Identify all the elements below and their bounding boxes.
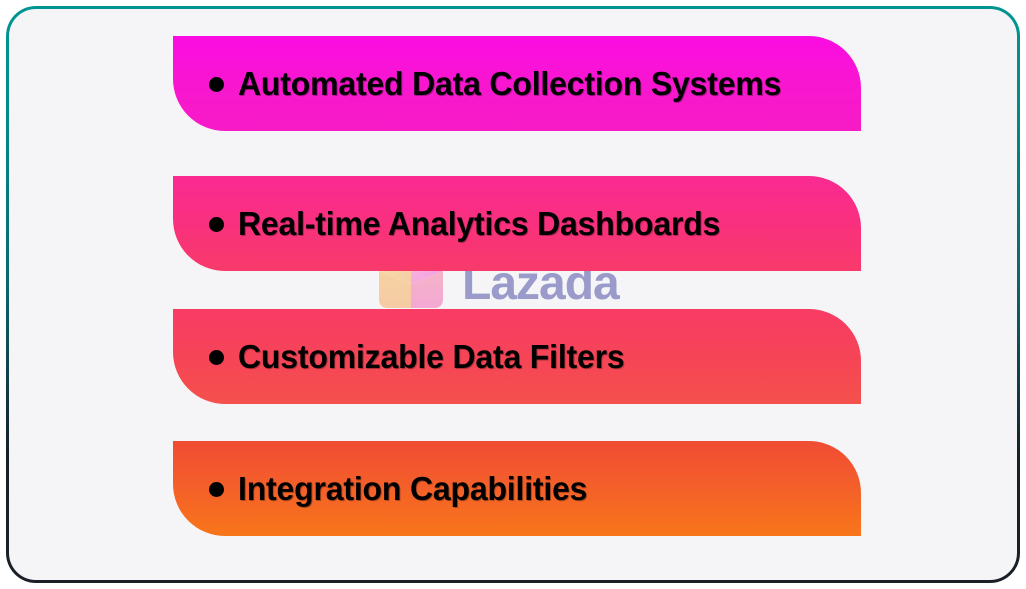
list-item[interactable]: Automated Data Collection Systems xyxy=(173,36,861,131)
bullet-dot-icon xyxy=(209,77,224,92)
feature-list: Automated Data Collection Systems Real-t… xyxy=(9,9,1017,580)
bullet-dot-icon xyxy=(209,482,224,497)
list-item-label: Automated Data Collection Systems xyxy=(238,65,782,102)
bullet-dot-icon xyxy=(209,350,224,365)
list-item[interactable]: Integration Capabilities xyxy=(173,441,861,536)
list-item[interactable]: Customizable Data Filters xyxy=(173,309,861,404)
list-item-label: Integration Capabilities xyxy=(238,470,588,507)
list-item[interactable]: Real-time Analytics Dashboards xyxy=(173,176,861,271)
list-item-label: Real-time Analytics Dashboards xyxy=(238,205,721,242)
bullet-dot-icon xyxy=(209,217,224,232)
card-inner-surface: Lazada Automated Data Collection Systems… xyxy=(9,9,1017,580)
list-item-label: Customizable Data Filters xyxy=(238,338,625,375)
feature-list-card: Lazada Automated Data Collection Systems… xyxy=(6,6,1020,583)
